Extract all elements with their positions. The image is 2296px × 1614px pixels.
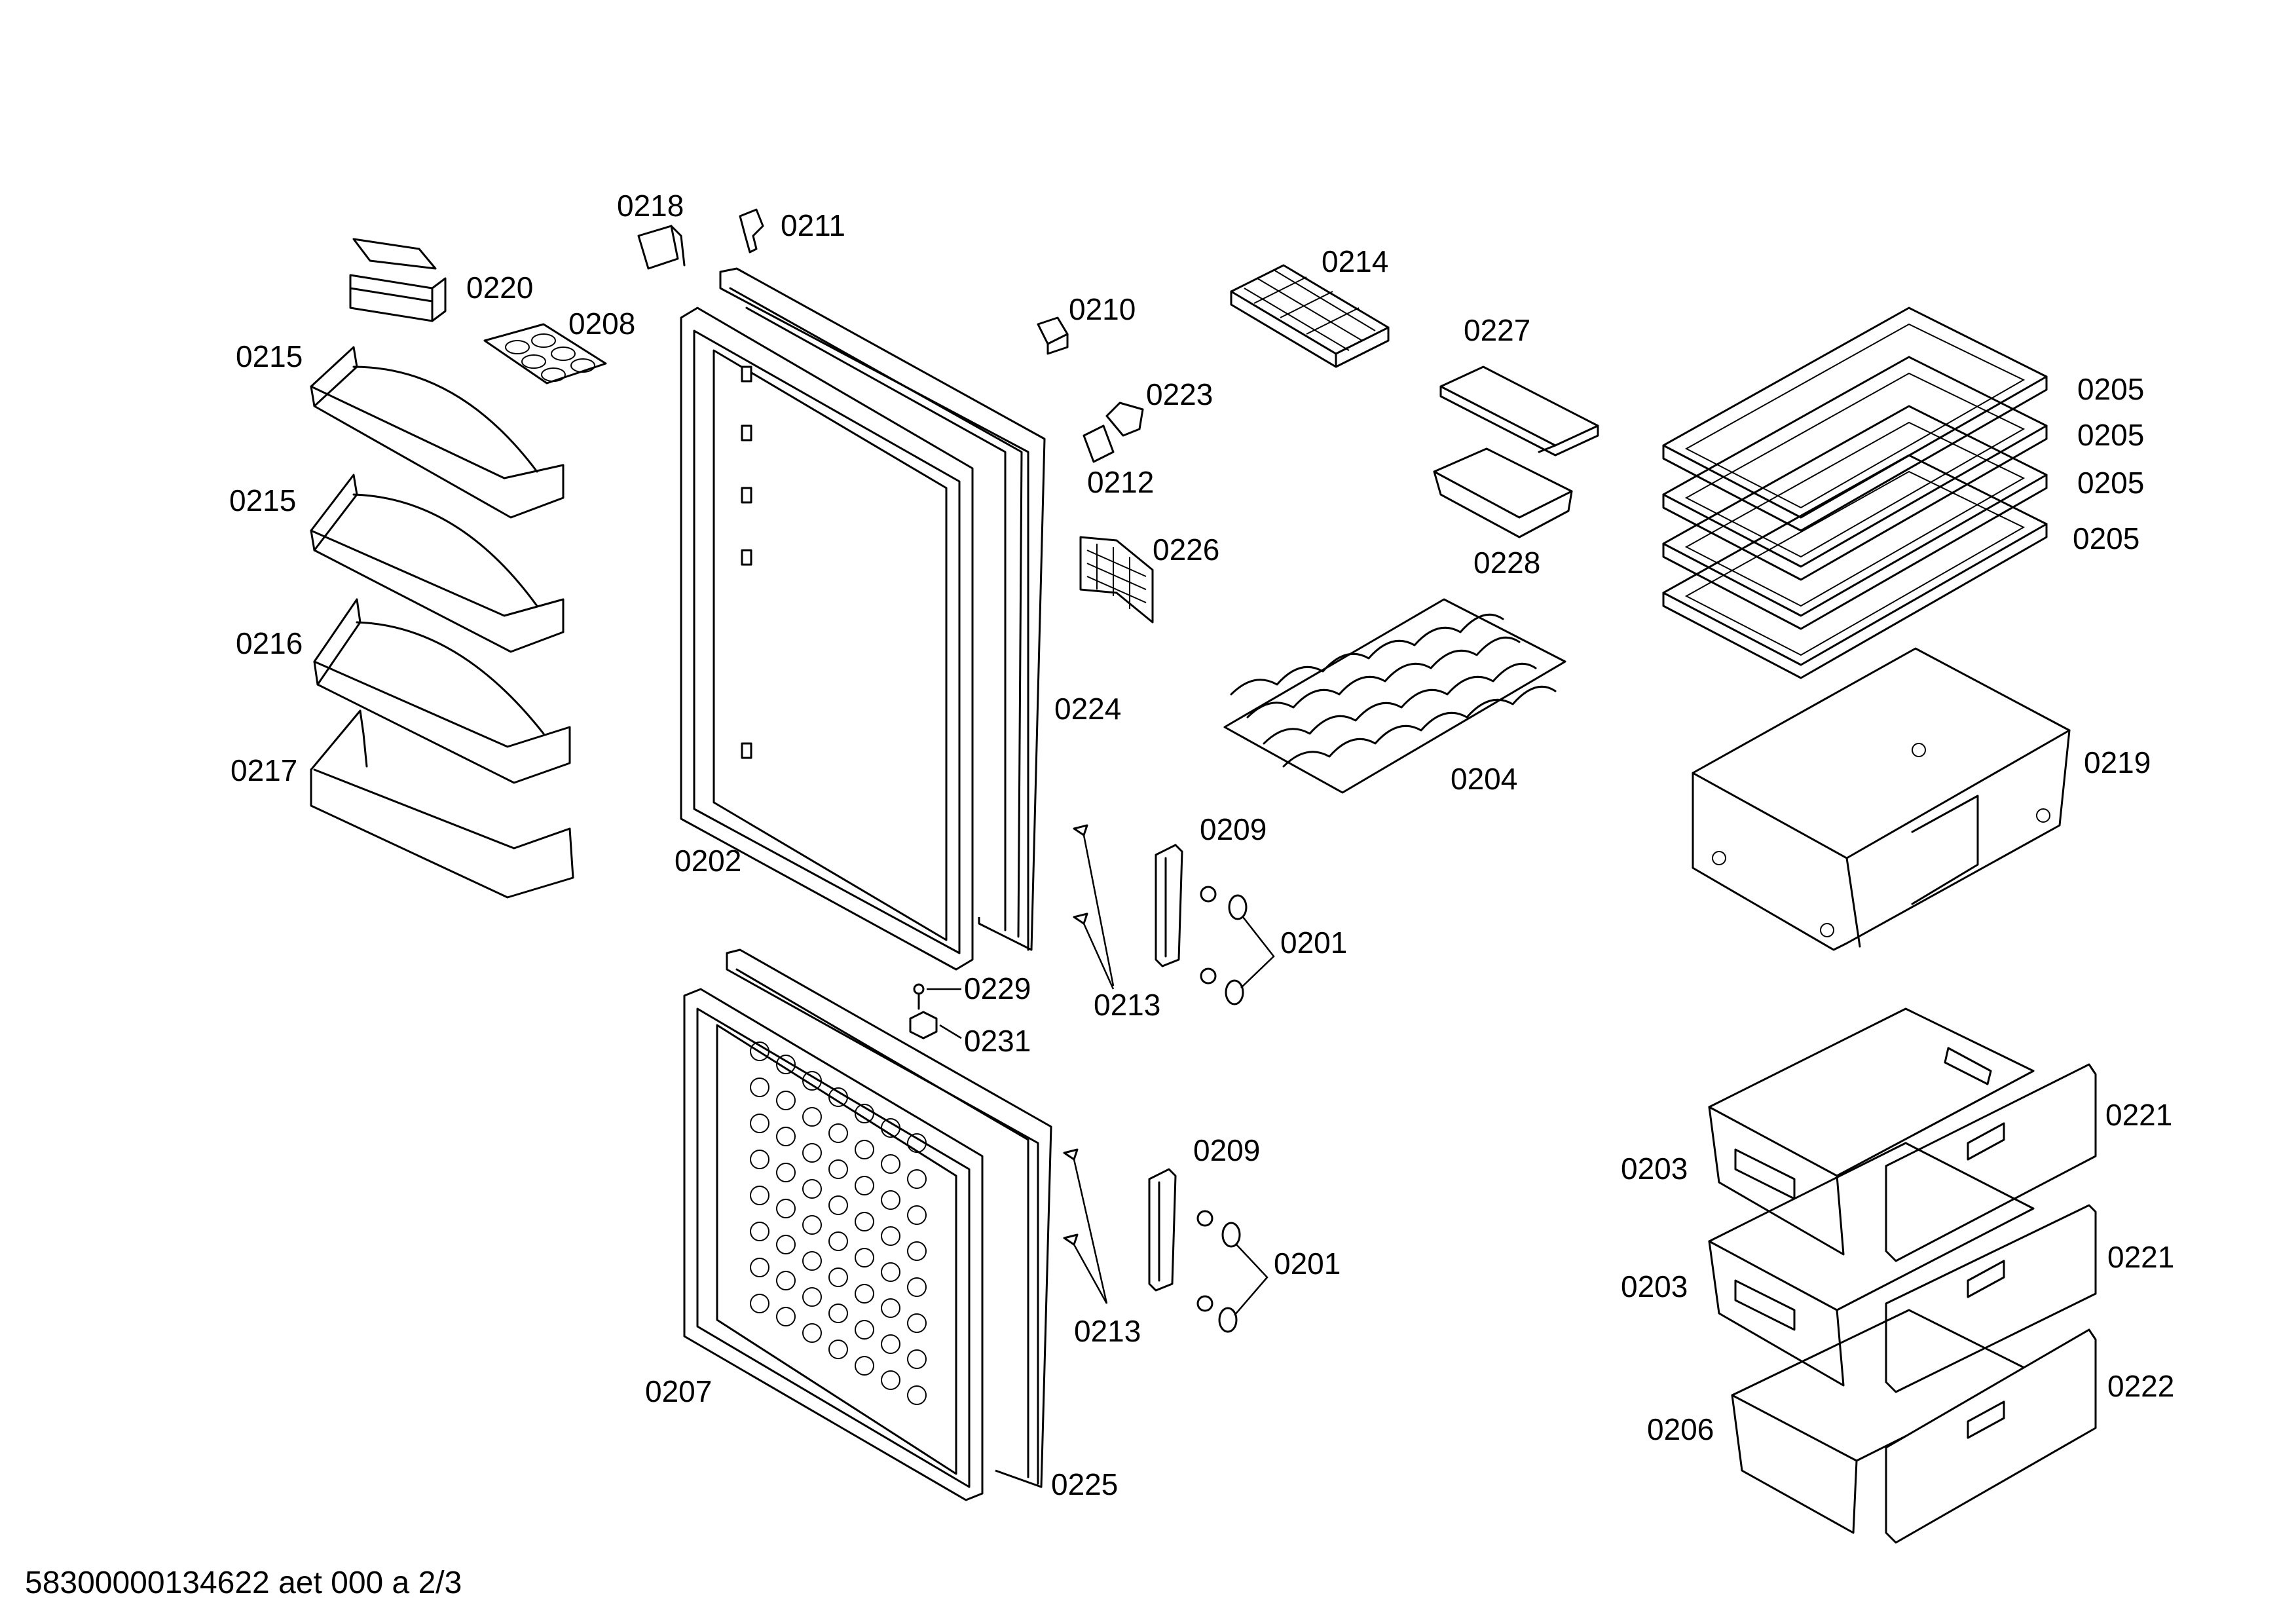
part-0209-handle-lower[interactable] [1148, 1168, 1177, 1292]
part-0204-wine-rack[interactable] [1223, 598, 1566, 794]
label-0228: 0228 [1473, 546, 1540, 580]
part-0207-door-gasket-lower[interactable] [683, 988, 984, 1501]
part-0217-door-shelf-large[interactable] [310, 709, 574, 899]
part-0201-screws-lower[interactable] [1196, 1210, 1268, 1333]
part-0214-ice-tray[interactable] [1230, 264, 1390, 368]
label-0205-2: 0205 [2077, 418, 2144, 452]
part-0222-drawer-front-bottom[interactable] [1885, 1328, 2097, 1544]
label-0209-upper: 0209 [1200, 812, 1267, 846]
label-0202: 0202 [675, 844, 741, 878]
part-0208-egg-tray[interactable] [483, 323, 607, 385]
part-0203-freezer-drawer-upper[interactable] [1708, 1007, 2035, 1256]
label-0210: 0210 [1069, 292, 1136, 326]
label-0221-upper: 0221 [2105, 1098, 2172, 1132]
label-0205-3: 0205 [2077, 466, 2144, 500]
part-0213-pins-lower[interactable] [1063, 1148, 1108, 1304]
part-0226-filter-mesh[interactable] [1079, 536, 1154, 624]
label-0206: 0206 [1647, 1412, 1714, 1446]
label-0218: 0218 [617, 189, 684, 223]
label-0213-lower: 0213 [1074, 1314, 1141, 1348]
part-0215-door-shelf-middle[interactable] [310, 474, 565, 653]
freezer-door-dimple-pattern [750, 1042, 927, 1405]
document-reference-footer: 58300000134622 aet 000 a 2/3 [25, 1566, 462, 1600]
label-0221-lower: 0221 [2107, 1240, 2174, 1274]
label-0204: 0204 [1451, 762, 1517, 796]
label-0207: 0207 [645, 1374, 712, 1408]
label-0215-upper: 0215 [236, 339, 303, 373]
label-0209-lower: 0209 [1193, 1133, 1260, 1167]
label-0213-upper: 0213 [1094, 988, 1160, 1022]
part-0224-fridge-door[interactable] [719, 267, 1046, 951]
part-0210-hinge-clip[interactable] [1037, 316, 1069, 355]
label-0225: 0225 [1051, 1467, 1118, 1501]
label-0224: 0224 [1054, 692, 1121, 726]
label-0205-4: 0205 [2073, 521, 2139, 555]
part-0203-freezer-drawer-lower[interactable] [1708, 1142, 2035, 1387]
part-0229-screw[interactable] [913, 983, 961, 1010]
label-0203-lower: 0203 [1621, 1269, 1688, 1304]
label-0212: 0212 [1087, 465, 1154, 499]
part-0219-crisper-drawer[interactable] [1692, 647, 2071, 951]
part-0201-screws-upper[interactable] [1200, 886, 1275, 1005]
label-0201-upper: 0201 [1280, 926, 1347, 960]
part-0223-bracket[interactable] [1105, 402, 1144, 437]
part-0215-door-shelf-upper[interactable] [310, 346, 565, 519]
part-0202-door-gasket-upper[interactable] [680, 307, 974, 971]
label-0208: 0208 [568, 307, 635, 341]
label-0201-lower: 0201 [1274, 1247, 1341, 1281]
part-0211-hinge-pin[interactable] [739, 208, 764, 253]
part-0221-drawer-front-lower[interactable] [1885, 1204, 2097, 1393]
label-0226: 0226 [1153, 533, 1219, 567]
part-0218-hinge-cover[interactable] [637, 225, 686, 270]
label-0227: 0227 [1464, 313, 1530, 347]
label-0214: 0214 [1322, 244, 1388, 278]
part-0221-drawer-front-upper[interactable] [1885, 1063, 2097, 1262]
label-0217: 0217 [231, 753, 297, 787]
label-0215-middle: 0215 [229, 483, 296, 517]
part-0228-small-tray[interactable] [1433, 447, 1573, 538]
part-0220-butter-compartment[interactable] [349, 238, 447, 322]
part-0212-cover-cap[interactable] [1083, 424, 1115, 463]
label-0205-1: 0205 [2077, 372, 2144, 406]
label-0220: 0220 [466, 271, 533, 305]
label-0231: 0231 [964, 1024, 1031, 1058]
label-0216: 0216 [236, 626, 303, 660]
label-0223: 0223 [1146, 377, 1213, 411]
part-0216-door-shelf-bottle[interactable] [313, 598, 571, 784]
label-0203-upper: 0203 [1621, 1152, 1688, 1186]
label-0222: 0222 [2107, 1369, 2174, 1403]
label-0219: 0219 [2084, 745, 2151, 779]
part-0227-tray-lid[interactable] [1439, 366, 1599, 457]
part-0231-block[interactable] [909, 1011, 962, 1040]
part-0213-pins-upper[interactable] [1073, 824, 1115, 990]
part-0209-handle-upper[interactable] [1155, 844, 1183, 967]
label-0229: 0229 [964, 971, 1031, 1005]
part-0205-glass-shelves[interactable] [1662, 307, 2048, 679]
label-0211: 0211 [781, 208, 845, 242]
